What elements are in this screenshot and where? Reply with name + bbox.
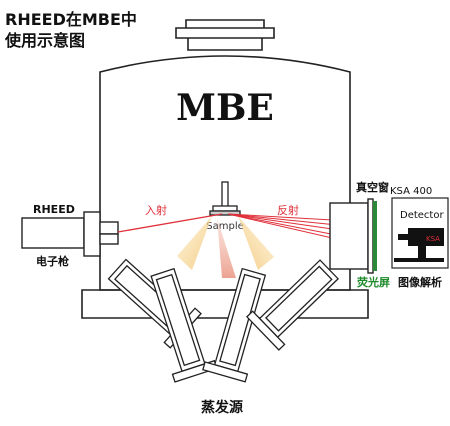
camera-icon (394, 228, 444, 262)
effusion-cell-4 (245, 259, 340, 351)
vacuum-window-label: 真空窗 (356, 180, 389, 194)
chamber-label: MBE (176, 87, 274, 129)
mbe-chamber (81, 19, 369, 319)
sample-label: Sample (206, 221, 244, 232)
incident-label: 入射 (145, 203, 167, 217)
title-line-1: RHEED在MBE中 (5, 10, 137, 29)
ksa-label: KSA 400 (390, 186, 432, 197)
evaporation-source-label: 蒸发源 (201, 399, 243, 416)
incident-beam (117, 213, 223, 233)
detector-label: Detector (400, 210, 444, 221)
effusion-cells (107, 258, 340, 383)
molecular-flux (177, 216, 274, 278)
electron-gun (21, 211, 119, 257)
effusion-cell-3 (202, 267, 267, 383)
phosphor-screen-label: 荧光屏 (357, 275, 390, 289)
ksa-small-label: KSA (426, 235, 440, 243)
image-analysis-label: 图像解析 (398, 275, 442, 289)
vacuum-window-flange (329, 198, 374, 274)
phosphor-screen (373, 201, 377, 271)
sample-manipulator (209, 181, 241, 216)
rheed-label: RHEED (33, 203, 75, 216)
title-line-2: 使用示意图 (4, 31, 85, 50)
electron-gun-label: 电子枪 (36, 254, 69, 268)
reflected-label: 反射 (277, 203, 299, 217)
